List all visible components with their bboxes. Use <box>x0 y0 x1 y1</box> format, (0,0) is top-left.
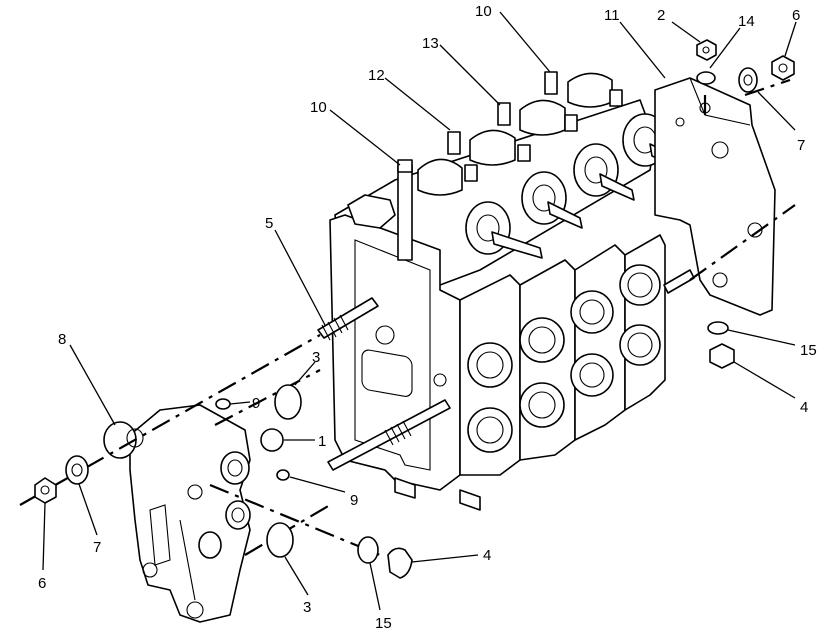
callout-7-left: 7 <box>93 539 101 556</box>
nut-6-top <box>771 55 795 81</box>
callout-labels: 10 2 14 6 11 13 12 10 7 5 15 8 3 4 9 1 9… <box>38 3 817 632</box>
callout-8: 8 <box>58 331 66 348</box>
washer-7-left <box>65 455 89 485</box>
callout-7-top: 7 <box>797 137 805 154</box>
callout-13: 13 <box>422 35 439 52</box>
callout-6-top: 6 <box>792 7 800 24</box>
right-end-cover <box>654 77 776 316</box>
washer-7-top <box>738 67 758 93</box>
callout-5: 5 <box>265 215 273 232</box>
callout-1: 1 <box>318 433 326 450</box>
callout-3-lower: 3 <box>303 599 311 616</box>
o-ring-9-lower <box>276 469 290 481</box>
plug-2 <box>696 39 717 61</box>
callout-9-upper: 9 <box>252 395 260 412</box>
tie-rods <box>317 269 695 471</box>
callout-2: 2 <box>657 7 665 24</box>
o-ring-15-lower <box>357 536 379 564</box>
callout-3-upper: 3 <box>312 349 320 366</box>
small-parts <box>34 39 795 579</box>
o-ring-1 <box>260 428 284 452</box>
plug-4-lower <box>387 547 413 579</box>
o-ring-3-lower <box>266 522 294 558</box>
callout-4-right: 4 <box>800 399 808 416</box>
valve-body <box>329 99 666 511</box>
o-ring-14 <box>696 71 716 85</box>
callout-11: 11 <box>604 7 620 24</box>
left-end-cover <box>103 404 251 623</box>
callout-10-top: 10 <box>475 3 492 20</box>
callout-12: 12 <box>368 67 385 84</box>
callout-4-lower: 4 <box>483 547 491 564</box>
callout-6-left: 6 <box>38 575 46 592</box>
plug-4-right <box>709 343 735 369</box>
o-ring-15-right <box>707 321 729 335</box>
callout-10-left: 10 <box>310 99 327 116</box>
callout-9-lower: 9 <box>350 492 358 509</box>
o-ring-3-upper <box>274 384 302 420</box>
o-ring-9-upper <box>215 398 231 410</box>
leader-lines <box>42 11 797 611</box>
callout-15-lower: 15 <box>375 615 392 632</box>
nut-6-left <box>34 477 57 504</box>
callout-14: 14 <box>738 13 755 30</box>
callout-15-right: 15 <box>800 342 817 359</box>
